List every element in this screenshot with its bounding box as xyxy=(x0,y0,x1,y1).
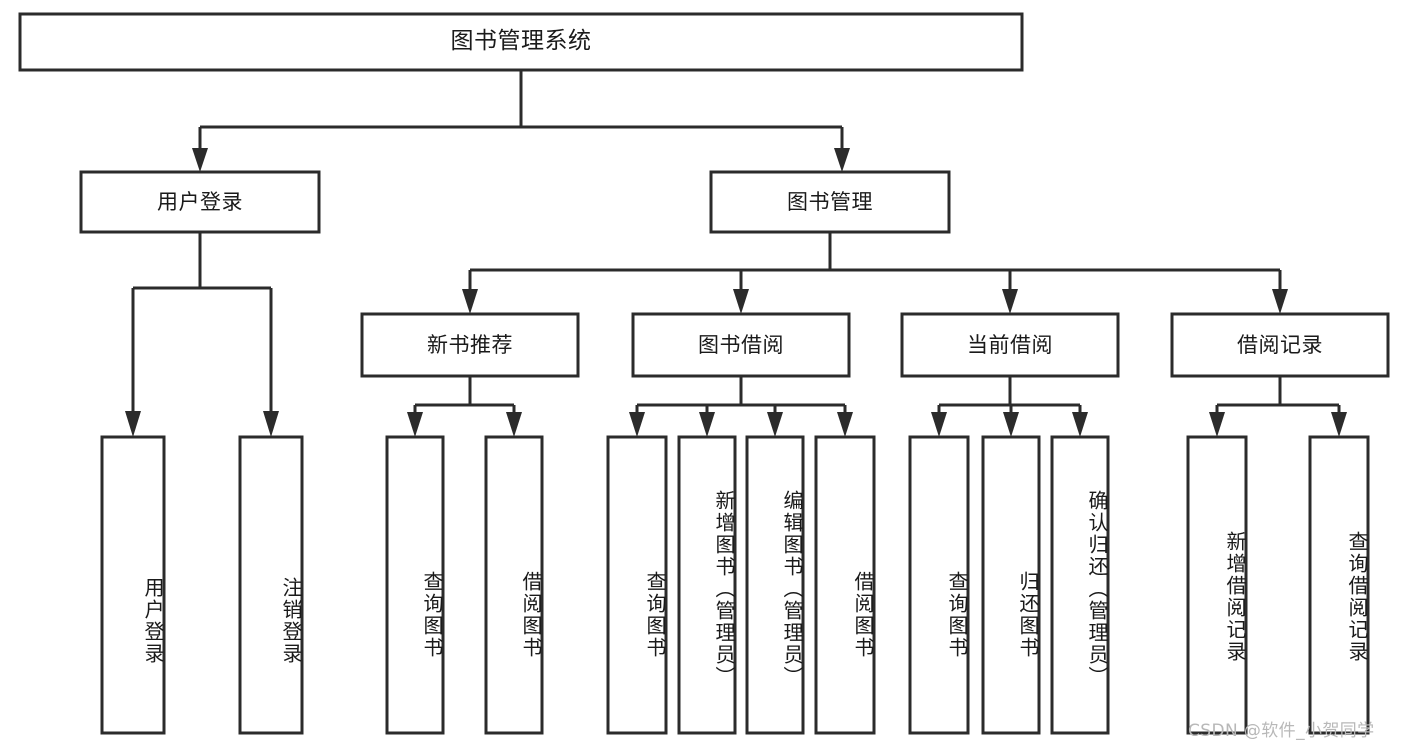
node-book-manage[interactable] xyxy=(709,170,951,234)
arrow-head xyxy=(837,412,853,437)
node-leaf-borrow-book-a[interactable] xyxy=(484,435,544,735)
arrow-head xyxy=(1331,412,1347,437)
arrow-head xyxy=(1272,289,1288,314)
arrow-head xyxy=(506,412,522,437)
arrow-head xyxy=(1072,412,1088,437)
node-new-book-rec[interactable] xyxy=(360,312,580,378)
edge-group-borrow-record xyxy=(1209,376,1347,437)
edge-group-current-borrow xyxy=(931,376,1088,437)
node-user-login[interactable] xyxy=(79,170,321,234)
node-leaf-logout[interactable] xyxy=(238,435,304,735)
node-book-borrow[interactable] xyxy=(631,312,851,378)
arrow-head xyxy=(733,289,749,314)
node-root[interactable] xyxy=(18,12,1024,72)
arrow-head xyxy=(699,412,715,437)
node-leaf-borrow-book-b[interactable] xyxy=(814,435,876,735)
arrow-head xyxy=(1003,412,1019,437)
node-borrow-record[interactable] xyxy=(1170,312,1390,378)
arrow-head xyxy=(192,148,208,172)
node-leaf-user-login[interactable] xyxy=(100,435,166,735)
arrow-head xyxy=(1002,289,1018,314)
arrow-head xyxy=(767,412,783,437)
node-leaf-confirm-return[interactable] xyxy=(1050,435,1110,735)
edge-group-user-login xyxy=(125,232,279,437)
node-leaf-query-book-b[interactable] xyxy=(606,435,668,735)
node-leaf-query-book-c[interactable] xyxy=(908,435,970,735)
arrow-head xyxy=(629,412,645,437)
node-leaf-return-book[interactable] xyxy=(981,435,1041,735)
arrow-head xyxy=(263,411,279,437)
arrow-head xyxy=(931,412,947,437)
edge-group-book-manage xyxy=(462,232,1288,314)
edge-group-book-borrow xyxy=(629,376,853,437)
edge-group-new-book-rec xyxy=(407,376,522,437)
arrow-head xyxy=(462,289,478,314)
edge-group-root xyxy=(192,70,850,172)
node-leaf-query-record[interactable] xyxy=(1308,435,1370,735)
arrow-head xyxy=(125,411,141,437)
node-current-borrow[interactable] xyxy=(900,312,1120,378)
arrow-head xyxy=(834,148,850,172)
node-leaf-query-book-a[interactable] xyxy=(385,435,445,735)
arrow-head xyxy=(407,412,423,437)
arrow-head xyxy=(1209,412,1225,437)
node-leaf-add-record[interactable] xyxy=(1186,435,1248,735)
node-leaf-edit-book[interactable] xyxy=(745,435,805,735)
node-leaf-add-book[interactable] xyxy=(677,435,737,735)
